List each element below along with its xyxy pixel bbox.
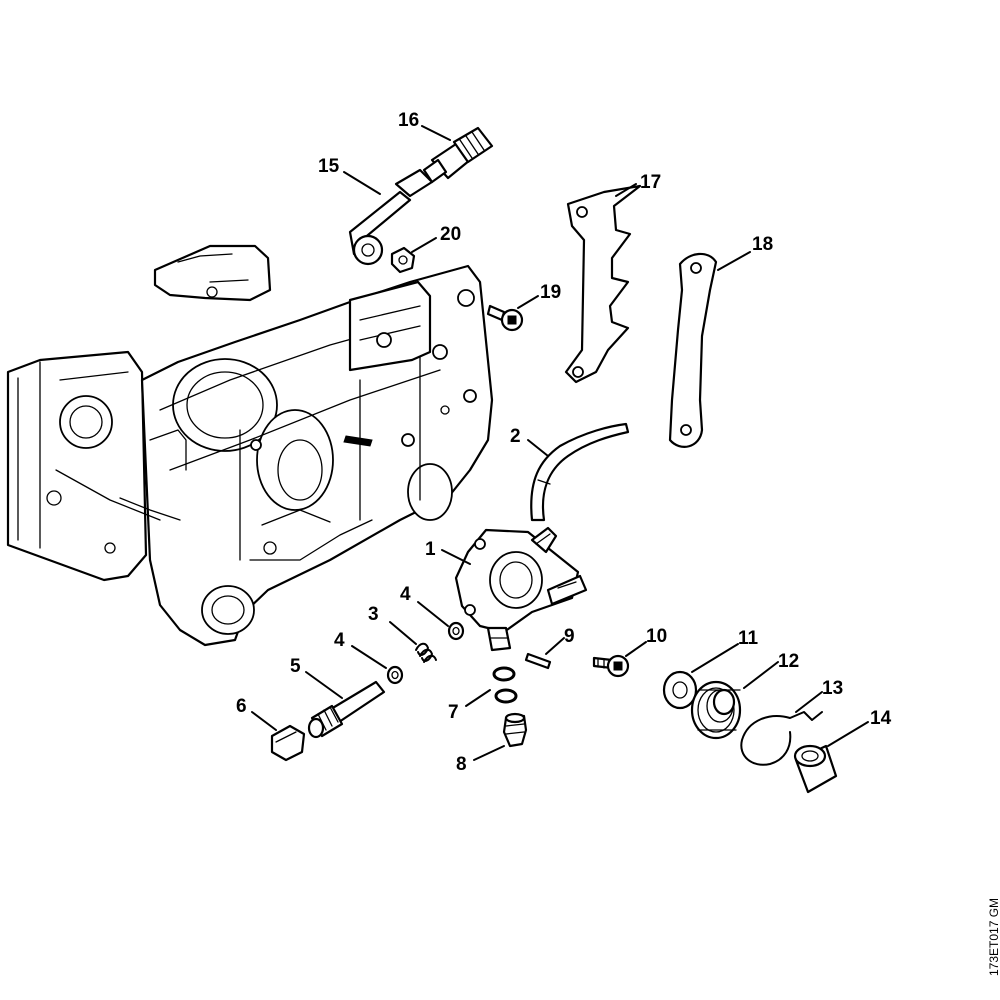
callout-2: 2 xyxy=(510,426,521,447)
pin xyxy=(524,652,552,670)
pickup-body xyxy=(422,126,494,184)
reference-code: 173ET017 GM xyxy=(987,898,1000,976)
spiked-bumper xyxy=(564,184,642,384)
nut xyxy=(390,246,416,274)
callout-15: 15 xyxy=(318,156,340,177)
worm-gear xyxy=(690,680,742,740)
adjusting-shaft xyxy=(307,680,386,739)
washer-upper xyxy=(447,621,465,641)
oil-pump xyxy=(454,526,588,652)
screw-19 xyxy=(486,304,524,332)
callout-4-lower: 4 xyxy=(334,630,345,651)
callout-3: 3 xyxy=(368,604,379,625)
o-ring-upper xyxy=(492,666,516,682)
suction-fitting xyxy=(502,712,528,748)
fuel-pickup-elbow xyxy=(348,168,434,266)
callout-18: 18 xyxy=(752,234,773,255)
callout-9: 9 xyxy=(564,626,575,647)
callout-7: 7 xyxy=(448,702,459,723)
callout-8: 8 xyxy=(456,754,467,775)
spring-wire xyxy=(740,711,823,766)
callout-13: 13 xyxy=(822,678,843,699)
callout-4-upper: 4 xyxy=(400,584,411,605)
leader-lines xyxy=(251,125,869,761)
callout-17: 17 xyxy=(640,172,661,193)
callout-20: 20 xyxy=(440,224,461,245)
callout-16: 16 xyxy=(398,110,419,131)
callout-11: 11 xyxy=(738,628,759,649)
cap xyxy=(270,724,306,762)
callout-14: 14 xyxy=(870,708,892,729)
washer-lower xyxy=(386,665,404,685)
callout-19: 19 xyxy=(540,282,561,303)
callout-1: 1 xyxy=(425,539,436,560)
bumper-plate xyxy=(668,252,718,448)
callout-6: 6 xyxy=(236,696,247,717)
callout-10: 10 xyxy=(646,626,667,647)
spring xyxy=(415,642,437,663)
callout-5: 5 xyxy=(290,656,301,677)
sleeve xyxy=(793,744,838,794)
washer-large xyxy=(662,670,698,710)
screw xyxy=(592,654,630,678)
o-ring-lower xyxy=(494,688,518,704)
callout-12: 12 xyxy=(778,651,799,672)
crankcase-housing xyxy=(6,244,494,647)
callout-labels: 1 2 3 4 4 5 6 7 8 9 10 11 12 13 14 15 16… xyxy=(236,110,892,775)
oil-hose xyxy=(530,422,630,522)
